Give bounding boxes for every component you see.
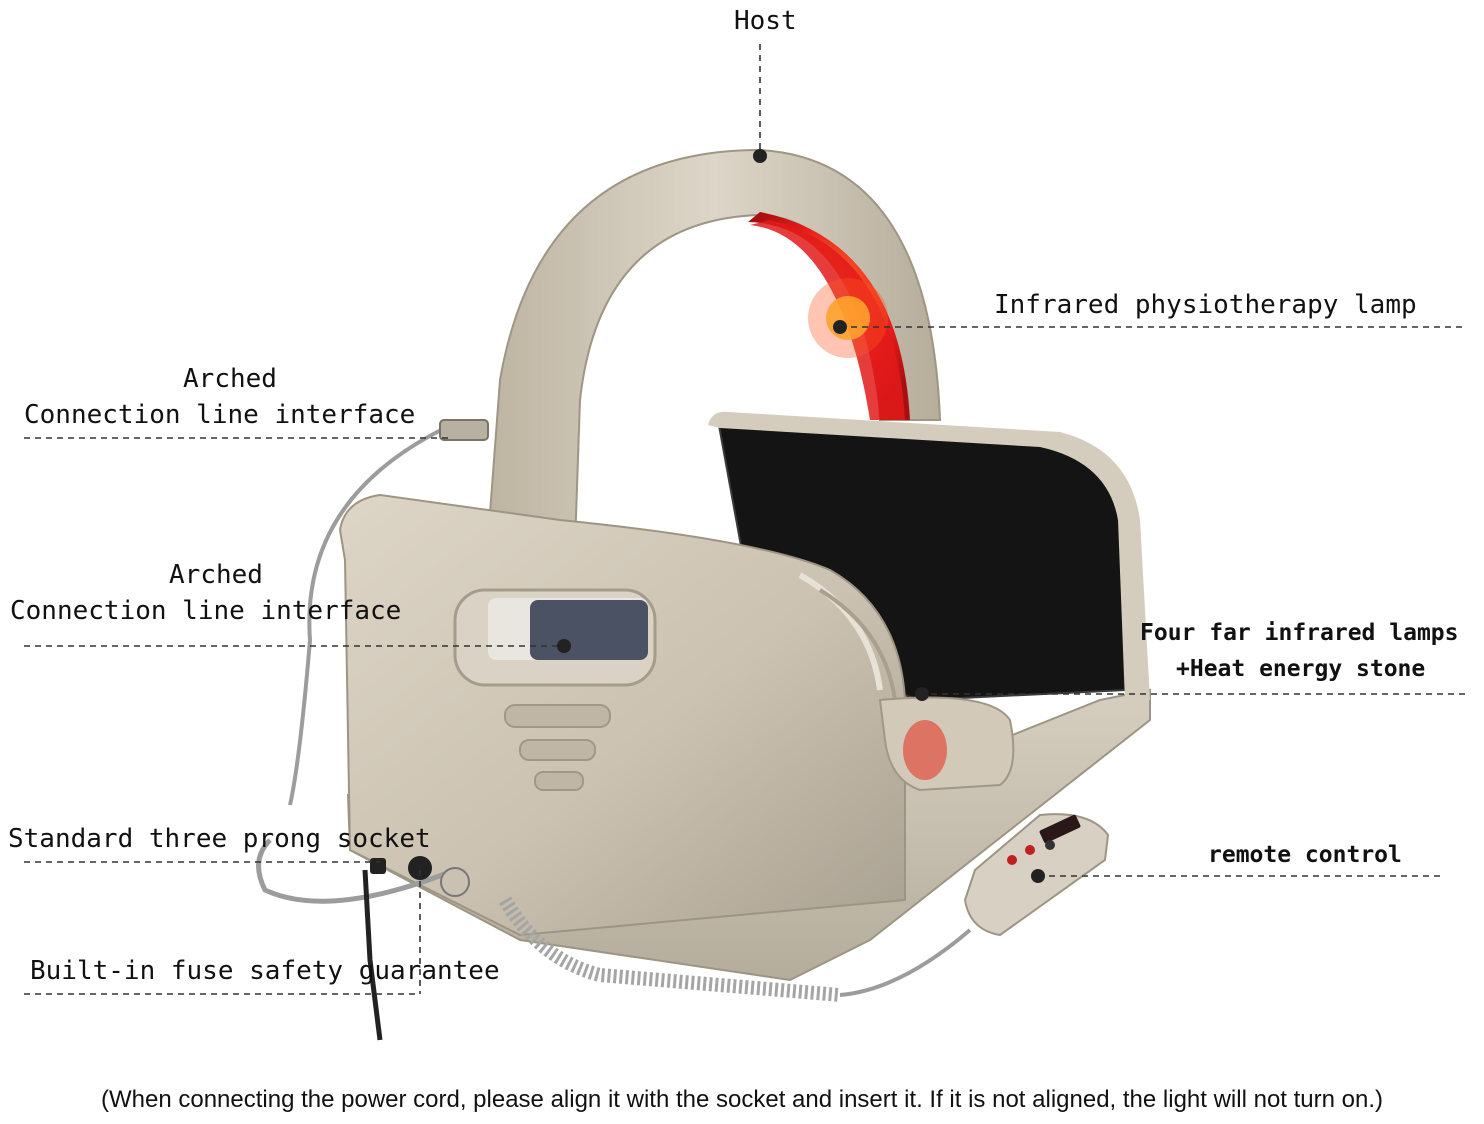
arch-lamp-glow-inner — [750, 220, 905, 420]
label-infrared-lamp: Infrared physiotherapy lamp — [994, 290, 1417, 320]
leader-lines — [24, 44, 1470, 995]
label-socket: Standard three prong socket — [8, 824, 431, 854]
label-arched-interface-top-line1: Arched — [183, 364, 277, 394]
arch — [486, 148, 942, 547]
power-cable — [288, 426, 446, 806]
label-arched-interface-top-line2: Connection line interface — [24, 400, 416, 430]
label-arched-interface-mid-line1: Arched — [169, 560, 263, 590]
label-remote-control: remote control — [1208, 842, 1402, 868]
footnote: (When connecting the power cord, please … — [100, 1086, 1384, 1113]
label-host: Host — [734, 6, 797, 36]
anchor-dots — [557, 149, 1045, 883]
foot-rest — [878, 696, 1015, 792]
label-far-infrared-line2: +Heat energy stone — [1176, 656, 1426, 682]
label-far-infrared-line1: Four far infrared lamps — [1140, 620, 1459, 646]
label-arched-interface-mid-line2: Connection line interface — [10, 596, 402, 626]
label-fuse: Built-in fuse safety guarantee — [30, 956, 500, 986]
